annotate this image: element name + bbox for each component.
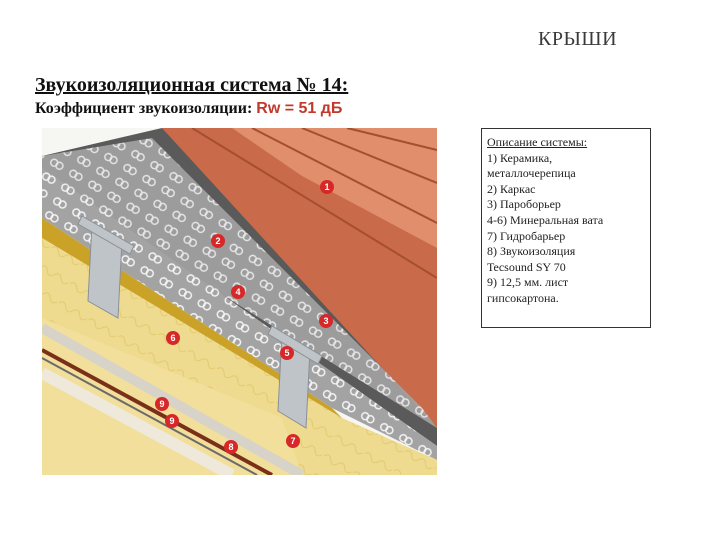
section-label: КРЫШИ	[538, 28, 618, 50]
svg-text:9: 9	[169, 416, 174, 426]
description-line: 1) Керамика,	[487, 150, 553, 165]
system-description-box: Описание системы: 1) Керамика, металлоче…	[481, 128, 651, 328]
tile-ridges	[191, 128, 437, 279]
badge-3: 3	[319, 314, 333, 328]
rw-value: Rw = 51 дБ	[256, 100, 343, 117]
subtitle: Коэффициент звукоизоляции: Rw = 51 дБ	[35, 100, 342, 118]
description-line: 2) Каркас	[487, 181, 536, 196]
svg-text:8: 8	[228, 442, 233, 452]
badge-2: 2	[211, 234, 225, 248]
svg-text:9: 9	[159, 399, 164, 409]
svg-text:7: 7	[290, 436, 295, 446]
gypsum-board-2	[42, 367, 235, 475]
description-line: 9) 12,5 мм. лист	[487, 275, 569, 290]
badge-9a: 9	[155, 397, 169, 411]
badge-5: 5	[280, 346, 294, 360]
gypsum-board	[42, 323, 305, 475]
svg-text:4: 4	[235, 287, 240, 297]
badge-6: 6	[166, 331, 180, 345]
description-line: Tecsound SY 70	[487, 259, 566, 274]
roof-cross-section-diagram: 1 2 3 4 5 6 7 8 9 9	[42, 128, 437, 475]
svg-text:3: 3	[323, 316, 328, 326]
tecsound-layer	[42, 348, 273, 475]
rafter-1	[77, 215, 135, 319]
svg-text:2: 2	[215, 236, 220, 246]
badge-4: 4	[231, 285, 245, 299]
tecsound-layer-2	[42, 357, 258, 475]
page-title: Звукоизоляционная система № 14:	[35, 74, 349, 96]
description-line: 8) Звукоизоляция	[487, 244, 576, 259]
subtitle-label: Коэффициент звукоизоляции:	[35, 100, 253, 117]
badge-1: 1	[320, 180, 334, 194]
tile-highlight	[232, 128, 437, 248]
description-heading: Описание системы:	[487, 135, 588, 149]
description-line: гипсокартона.	[487, 290, 559, 305]
description-line: 4-6) Минеральная вата	[487, 212, 604, 227]
badge-7: 7	[286, 434, 300, 448]
badge-8: 8	[224, 440, 238, 454]
description-line: металлочерепица	[487, 166, 576, 181]
svg-text:1: 1	[324, 182, 329, 192]
description-line: 3) Пароборьер	[487, 197, 561, 212]
badge-9b: 9	[165, 414, 179, 428]
description-line: 7) Гидробарьер	[487, 228, 566, 243]
svg-text:5: 5	[284, 348, 289, 358]
svg-text:6: 6	[170, 333, 175, 343]
sound-insulation-upper	[42, 138, 437, 428]
